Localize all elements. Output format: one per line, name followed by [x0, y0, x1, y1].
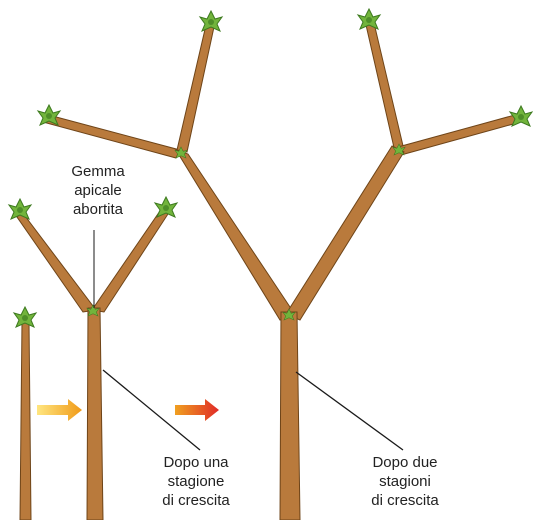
left-branch [17, 212, 96, 312]
one-season-label-line-1: Dopo una [136, 453, 256, 472]
one-season-label: Dopo una stagione di crescita [136, 453, 256, 510]
two-seasons-label-line-3: di crescita [345, 491, 465, 510]
one-season-label-line-3: di crescita [136, 491, 256, 510]
main-stem [87, 308, 103, 520]
bud-right-end-icon [510, 106, 532, 126]
tree-after-two-seasons [38, 9, 532, 520]
branch-upper-right-horizontal [398, 113, 524, 155]
branch-upper-left-vertical [177, 25, 214, 152]
branch-upper-right-vertical [366, 23, 404, 152]
leader-line-two-seasons [296, 372, 403, 450]
one-season-label-line-2: stagione [136, 472, 256, 491]
apical-bud-label-line-2: apicale [48, 181, 148, 200]
branch-right-diagonal [286, 146, 404, 320]
main-trunk [280, 312, 300, 520]
growth-arrow-first [37, 399, 82, 421]
two-seasons-label-line-1: Dopo due [345, 453, 465, 472]
two-seasons-label-line-2: stagioni [345, 472, 465, 491]
apical-bud-label-line-1: Gemma [48, 162, 148, 181]
right-branch [92, 208, 168, 312]
two-seasons-label: Dopo due stagioni di crescita [345, 453, 465, 510]
apical-bud-label-line-3: abortita [48, 200, 148, 219]
growth-arrow-second [175, 399, 219, 421]
initial-shoot [14, 307, 36, 520]
branch-left-diagonal [176, 150, 296, 320]
apical-bud-label: Gemma apicale abortita [48, 162, 148, 219]
branch-upper-left-horizontal [43, 114, 180, 158]
